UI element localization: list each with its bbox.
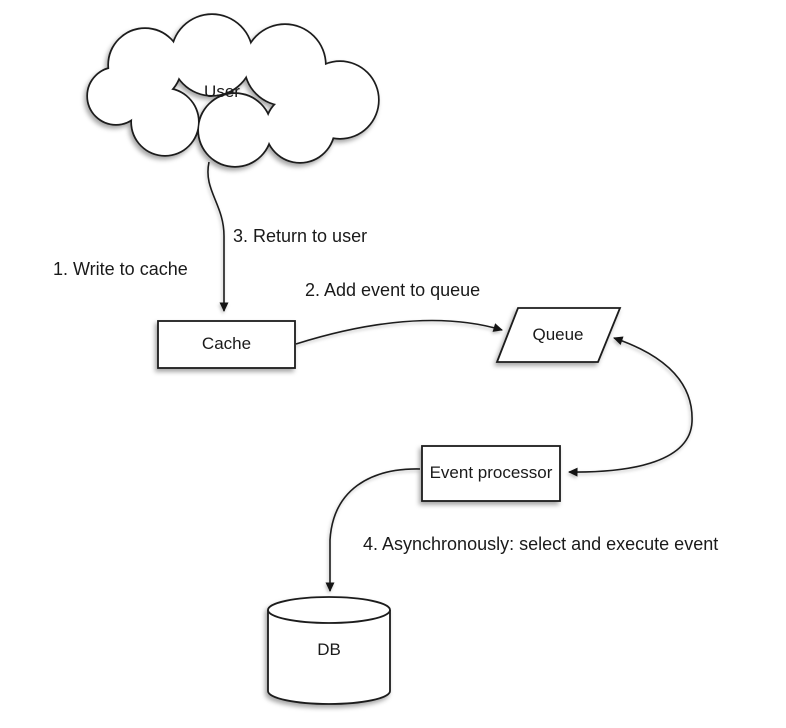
cache-label: Cache	[201, 334, 252, 353]
edge-label-add-event-to-queue: 2. Add event to queue	[305, 280, 481, 300]
user-label: User	[204, 82, 240, 101]
user-cloud	[86, 13, 380, 168]
event-processor-box	[421, 445, 561, 502]
db-cylinder-body	[267, 610, 391, 705]
cloud-fill	[88, 15, 378, 166]
edge-label-write-to-cache: 1. Write to cache	[53, 259, 188, 279]
arrow-cache-to-queue	[295, 319, 503, 345]
edge-label-return-to-user: 3. Return to user	[233, 226, 368, 246]
db-cylinder-top	[267, 596, 391, 624]
queue-parallelogram	[495, 307, 622, 363]
arrow-user-to-cache	[207, 161, 229, 312]
arrow-event-processor-to-db	[325, 468, 421, 592]
arrow-queue-to-event-processor	[568, 336, 693, 477]
queue-label: Queue	[532, 325, 584, 344]
db-label: DB	[317, 640, 341, 659]
db-cylinder	[267, 596, 391, 705]
edge-label-async-select-execute: 4. Asynchronously: select and execute ev…	[363, 534, 719, 554]
cache-box	[157, 320, 296, 369]
event-processor-label: Event processor	[429, 463, 553, 482]
diagram-connectors	[207, 161, 693, 592]
